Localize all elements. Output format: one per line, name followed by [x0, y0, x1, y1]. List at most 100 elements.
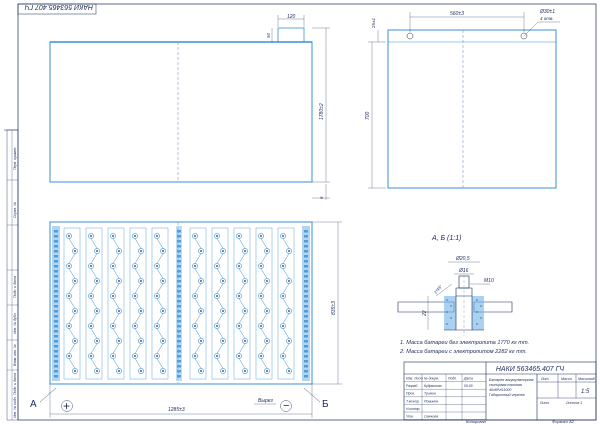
- cell-connector: [282, 268, 290, 279]
- title-row-name: Поминов: [424, 399, 438, 403]
- cell-connector: [260, 343, 268, 354]
- copied-by: Копировал: [466, 419, 487, 424]
- strip-segment: [304, 255, 308, 258]
- cell-connector: [216, 253, 224, 264]
- cell-column: [255, 227, 273, 380]
- binding-strip: Перв. примен. Справ. № Подп. и дата Инв.…: [6, 129, 19, 421]
- strip-segment: [177, 335, 181, 338]
- section-title: А, Б (1:1): [431, 235, 461, 242]
- strip-segment: [304, 230, 308, 233]
- cell-column: [233, 227, 251, 380]
- cell-connector: [90, 298, 98, 309]
- cell-connector: [156, 253, 164, 264]
- terminal-center: [96, 340, 98, 342]
- terminal-center: [260, 325, 262, 327]
- section-mark-b: Б: [322, 399, 329, 410]
- section-height: 22: [422, 310, 428, 317]
- terminal-center: [194, 355, 196, 357]
- cell-column: [63, 227, 81, 380]
- dim-700: 700: [365, 111, 371, 120]
- cell-connector: [238, 238, 246, 249]
- strip-segment: [177, 255, 181, 258]
- strip-segment: [54, 360, 58, 363]
- cell-connector: [156, 298, 164, 309]
- cell-connector: [216, 238, 224, 249]
- dim-25: 25±1: [371, 18, 376, 29]
- side-label-5: Подп. и дата: [13, 373, 17, 395]
- terminal-center: [112, 265, 114, 267]
- cell-connector: [90, 343, 98, 354]
- terminal-center: [156, 235, 158, 237]
- title-desc-0: Батарея аккумуляторная: [489, 378, 533, 382]
- notes: 1. Масса батареи без электролита 1770 кг…: [399, 340, 529, 355]
- section-detail: А, Б (1:1) Ø20,5 Ø16 М10 22 2*45°: [397, 235, 513, 336]
- cell-connector: [134, 328, 142, 339]
- strip-segment: [177, 350, 181, 353]
- terminal-center: [140, 280, 142, 282]
- cell-connector: [282, 298, 290, 309]
- terminal-center: [140, 310, 142, 312]
- cell-connector: [112, 253, 120, 264]
- side-label-0: Перв. примен.: [13, 147, 17, 170]
- terminal-center: [216, 265, 218, 267]
- terminal-center: [118, 280, 120, 282]
- terminal-center: [288, 280, 290, 282]
- stamp-top: НАКИ 563465.407 ГЧ: [17, 3, 97, 15]
- terminal-center: [216, 295, 218, 297]
- strip-segment: [177, 290, 181, 293]
- cell-connector: [112, 358, 120, 369]
- cell-connector: [68, 358, 76, 369]
- strip-segment: [177, 285, 181, 288]
- cell-connector: [68, 268, 76, 279]
- title-row-role: Н.контр.: [406, 407, 420, 411]
- terminal-center: [156, 325, 158, 327]
- strip-segment: [177, 260, 181, 263]
- cell-connector: [260, 253, 268, 264]
- strip-segment: [304, 245, 308, 248]
- strip-segment: [54, 305, 58, 308]
- section-dia-16: Ø16: [458, 268, 469, 274]
- terminal-center: [134, 295, 136, 297]
- cell-connector: [112, 328, 120, 339]
- format-label: Формат А2: [552, 419, 575, 424]
- cell-connector: [156, 328, 164, 339]
- strip-segment: [54, 320, 58, 323]
- cell-connector: [90, 238, 98, 249]
- dim-835: 835±3: [331, 301, 337, 315]
- cell-connector: [260, 298, 268, 309]
- cell-connector: [260, 268, 268, 279]
- cell-connector: [194, 268, 202, 279]
- cell-connector: [282, 328, 290, 339]
- terminal-center: [68, 355, 70, 357]
- cell-connector: [156, 358, 164, 369]
- edge-strip-left: [52, 226, 60, 381]
- title-row-role: Утв.: [406, 415, 414, 419]
- side-view: 560±3 25±1 700 Ø30±1 4 отв.: [365, 9, 560, 189]
- cell-connector: [238, 283, 246, 294]
- cell-column: [151, 227, 169, 380]
- terminal-center: [74, 280, 76, 282]
- strip-segment: [54, 330, 58, 333]
- terminal-center: [140, 340, 142, 342]
- cell-connector: [238, 268, 246, 279]
- terminal-center: [118, 340, 120, 342]
- cell-connector: [156, 283, 164, 294]
- strip-segment: [54, 340, 58, 343]
- strip-segment: [54, 230, 58, 233]
- terminal-center: [282, 325, 284, 327]
- cell-connector: [194, 283, 202, 294]
- strip-segment: [54, 375, 58, 378]
- strip-segment: [304, 360, 308, 363]
- cell-connector: [282, 283, 290, 294]
- cell-connector: [134, 298, 142, 309]
- cell-connector: [282, 238, 290, 249]
- strip-segment: [177, 230, 181, 233]
- terminal-center: [96, 280, 98, 282]
- cell-connector: [134, 358, 142, 369]
- sheets-label: Листов 1: [565, 401, 582, 405]
- cell-connector: [112, 343, 120, 354]
- title-row-name: № докум.: [424, 377, 439, 381]
- cell-connector: [90, 283, 98, 294]
- cell-connector: [216, 358, 224, 369]
